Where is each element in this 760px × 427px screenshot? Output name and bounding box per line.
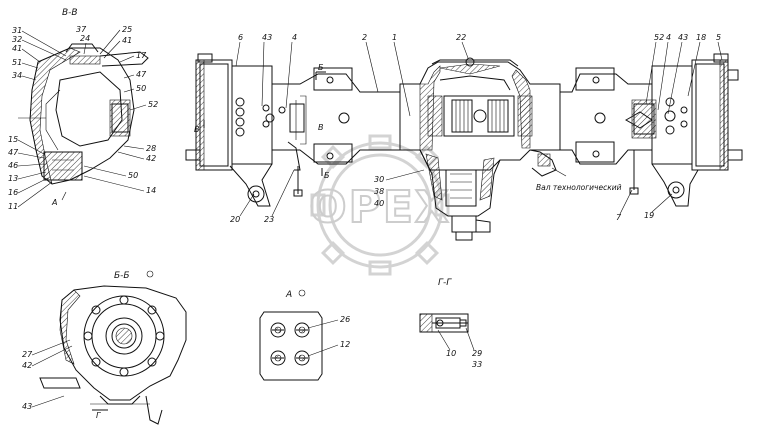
callout-vv-A: А — [51, 198, 57, 207]
svg-text:13: 13 — [8, 174, 18, 183]
svg-text:7: 7 — [616, 213, 622, 222]
svg-text:10: 10 — [446, 349, 456, 358]
callouts-b-b: 27 42 43 — [22, 339, 73, 411]
main-axle-view: Вал технологический Б Б В В — [185, 53, 743, 241]
svg-text:43: 43 — [262, 33, 272, 42]
svg-text:47: 47 — [8, 148, 19, 157]
view-a: А 26 12 — [259, 289, 350, 381]
svg-text:41: 41 — [122, 36, 132, 45]
section-g-g-view: Г-Г 10 29 33 — [419, 278, 482, 369]
callouts-left-view: 31 32 41 51 34 37 24 25 41 17 47 50 52 2… — [8, 25, 158, 211]
svg-text:50: 50 — [128, 171, 138, 180]
svg-text:37: 37 — [76, 25, 87, 34]
svg-text:46: 46 — [8, 161, 18, 170]
svg-text:18: 18 — [696, 33, 706, 42]
svg-text:11: 11 — [8, 202, 18, 211]
section-vv-view: В-В А — [18, 8, 149, 207]
svg-text:4: 4 — [666, 33, 671, 42]
svg-text:38: 38 — [374, 187, 384, 196]
svg-text:34: 34 — [12, 71, 22, 80]
svg-text:2: 2 — [362, 33, 367, 42]
svg-text:47: 47 — [136, 70, 147, 79]
svg-text:12: 12 — [340, 340, 350, 349]
svg-text:51: 51 — [12, 58, 22, 67]
svg-text:32: 32 — [12, 35, 22, 44]
marker-v-left: В — [194, 125, 200, 134]
view-a-title: А — [285, 290, 292, 300]
svg-text:6: 6 — [238, 33, 243, 42]
svg-text:31: 31 — [12, 26, 22, 35]
marker-b-bottom: Б — [324, 171, 330, 180]
svg-text:5: 5 — [716, 33, 721, 42]
svg-text:16: 16 — [8, 188, 18, 197]
svg-text:43: 43 — [678, 33, 688, 42]
watermark-logo: OPEX — [308, 134, 451, 276]
svg-text:42: 42 — [146, 154, 156, 163]
svg-text:25: 25 — [122, 25, 132, 34]
svg-text:17: 17 — [136, 51, 147, 60]
svg-text:14: 14 — [146, 186, 156, 195]
svg-text:4: 4 — [292, 33, 297, 42]
section-b-b-view: Б-Б Г — [39, 270, 187, 425]
marker-g: Г — [96, 411, 101, 420]
svg-text:24: 24 — [80, 34, 90, 43]
svg-text:29: 29 — [472, 349, 482, 358]
svg-text:28: 28 — [146, 144, 156, 153]
svg-text:52: 52 — [654, 33, 664, 42]
watermark-text: OPEX — [309, 182, 451, 233]
svg-text:20: 20 — [230, 215, 240, 224]
svg-text:23: 23 — [264, 215, 274, 224]
svg-text:22: 22 — [456, 33, 466, 42]
svg-text:1: 1 — [392, 33, 397, 42]
svg-text:33: 33 — [472, 360, 482, 369]
svg-text:30: 30 — [374, 175, 384, 184]
callouts-main-view: 6 43 4 2 1 22 52 4 43 18 5 20 23 19 7 30… — [230, 33, 723, 224]
marker-v-right: В — [318, 123, 324, 132]
marker-b-top: Б — [318, 63, 324, 72]
svg-text:50: 50 — [136, 84, 146, 93]
svg-text:52: 52 — [148, 100, 158, 109]
section-b-b-title: Б-Б — [114, 271, 130, 281]
section-g-g-title: Г-Г — [438, 278, 452, 288]
svg-text:19: 19 — [644, 211, 654, 220]
svg-text:26: 26 — [340, 315, 350, 324]
section-vv-title: В-В — [62, 8, 78, 18]
svg-text:42: 42 — [22, 361, 32, 370]
svg-text:15: 15 — [8, 135, 18, 144]
svg-text:27: 27 — [22, 350, 33, 359]
svg-text:41: 41 — [12, 44, 22, 53]
shaft-note: Вал технологический — [536, 183, 622, 192]
svg-text:43: 43 — [22, 402, 32, 411]
svg-text:40: 40 — [374, 199, 384, 208]
